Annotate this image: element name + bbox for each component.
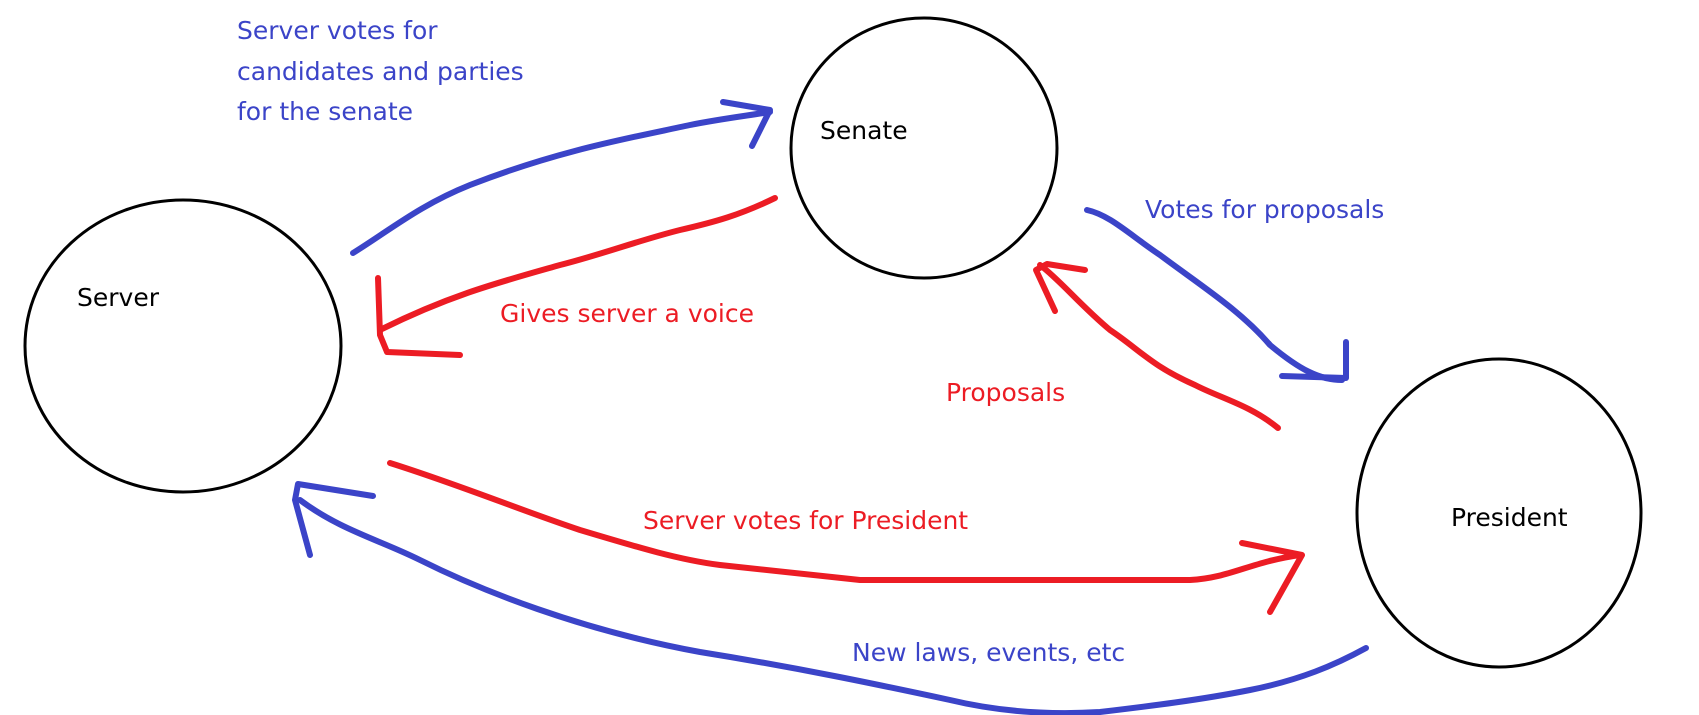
- president-to-server-arrow: [297, 497, 1369, 715]
- president-to-server-label: New laws, events, etc: [852, 638, 1125, 667]
- senate-to-president-label: Votes for proposals: [1145, 195, 1384, 224]
- edge-server-to-senate: Server votes for candidates and parties …: [237, 16, 773, 256]
- edge-senate-to-president: Votes for proposals: [1084, 195, 1384, 383]
- server-circle: [23, 198, 343, 494]
- server-to-senate-label: Server votes for candidates and parties …: [237, 16, 532, 126]
- president-to-senate-arrowhead: [1033, 261, 1088, 314]
- server-label: Server: [77, 283, 160, 312]
- senate-to-server-label: Gives server a voice: [500, 299, 754, 328]
- server-to-senate-arrow: [350, 109, 773, 256]
- server-to-president-arrow: [387, 460, 1303, 583]
- senate-to-server-arrowhead: [375, 275, 463, 358]
- senate-to-president-arrowhead: [1279, 339, 1349, 381]
- server-to-president-label: Server votes for President: [643, 506, 968, 535]
- senate-circle: [789, 16, 1059, 280]
- senate-to-server-arrow: [377, 195, 778, 333]
- server-to-senate-arrowhead: [720, 99, 773, 149]
- edge-server-to-president: Server votes for President: [387, 460, 1305, 615]
- president-to-server-arrowhead: [292, 481, 376, 558]
- node-president: President: [1355, 357, 1643, 669]
- node-senate: Senate: [789, 16, 1059, 280]
- edge-senate-to-server: Gives server a voice: [375, 195, 778, 358]
- edge-president-to-senate: Proposals: [946, 261, 1281, 431]
- president-to-senate-arrow: [1037, 262, 1281, 431]
- president-circle: [1355, 357, 1643, 669]
- president-to-senate-label: Proposals: [946, 378, 1065, 407]
- edge-president-to-server: New laws, events, etc: [292, 481, 1369, 715]
- node-server: Server: [23, 198, 343, 494]
- president-label: President: [1451, 503, 1568, 532]
- senate-label: Senate: [820, 116, 908, 145]
- server-to-president-arrowhead: [1239, 540, 1305, 615]
- senate-to-president-arrow: [1084, 207, 1345, 383]
